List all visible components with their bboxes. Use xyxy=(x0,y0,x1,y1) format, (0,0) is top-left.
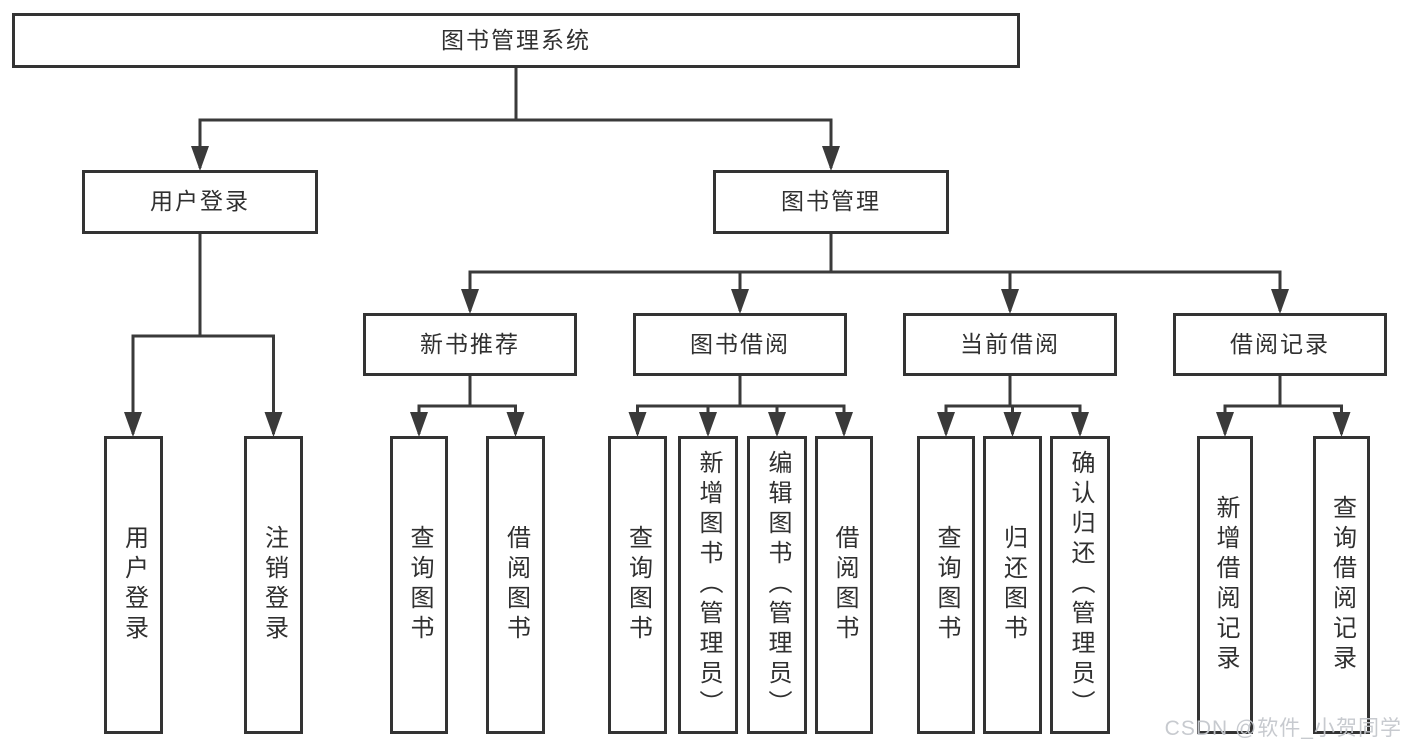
leaf-current-return-books: 归还图书 xyxy=(983,436,1042,734)
arrowhead-icon xyxy=(461,289,479,314)
node-book-borrowing: 图书借阅 xyxy=(633,313,847,376)
arrowhead-icon xyxy=(731,289,749,314)
leaf-current-query-books: 查询图书 xyxy=(917,436,975,734)
csdn-watermark: CSDN @软件_小贺同学 xyxy=(1164,717,1402,740)
connector-newbooks-to-leaves xyxy=(417,376,517,434)
arrowhead-icon xyxy=(937,412,955,437)
arrowhead-icon xyxy=(1003,412,1022,437)
connector-bookborrow-to-leaves xyxy=(636,376,846,434)
connector-userlogin-to-leaves xyxy=(131,234,275,434)
arrowhead-icon xyxy=(699,412,717,437)
connector-root-to-level2 xyxy=(198,68,833,168)
leaf-records-query-record: 查询借阅记录 xyxy=(1313,436,1370,734)
leaf-borrowing-edit-books-admin: 编辑图书（管理员） xyxy=(747,436,807,734)
leaf-records-add-record: 新增借阅记录 xyxy=(1197,436,1253,734)
arrowhead-icon xyxy=(628,412,647,437)
arrowhead-icon xyxy=(835,412,853,437)
leaf-logout: 注销登录 xyxy=(244,436,303,734)
leaf-current-confirm-return-admin: 确认归还（管理员） xyxy=(1050,436,1110,734)
arrowhead-icon xyxy=(410,412,428,437)
arrowhead-icon xyxy=(1001,289,1019,314)
arrowheads-group xyxy=(124,146,1351,437)
arrowhead-icon xyxy=(1216,412,1234,437)
node-book-management: 图书管理 xyxy=(713,170,949,234)
arrowhead-icon xyxy=(506,412,525,437)
arrowhead-icon xyxy=(124,412,142,437)
node-user-login: 用户登录 xyxy=(82,170,318,234)
connector-borrowrecords-to-leaves xyxy=(1223,376,1343,434)
leaf-newbooks-borrow-books: 借阅图书 xyxy=(486,436,545,734)
arrowhead-icon xyxy=(1332,412,1351,437)
node-new-book-recommend: 新书推荐 xyxy=(363,313,577,376)
node-current-borrowing: 当前借阅 xyxy=(903,313,1117,376)
leaf-user-login: 用户登录 xyxy=(104,436,163,734)
leaf-newbooks-query-books: 查询图书 xyxy=(390,436,448,734)
arrowhead-icon xyxy=(191,146,209,171)
connector-bookmgmt-to-level3 xyxy=(468,234,1282,311)
arrowhead-icon xyxy=(768,412,786,437)
arrowhead-icon xyxy=(1271,289,1289,314)
leaf-borrowing-query-books: 查询图书 xyxy=(608,436,667,734)
node-root-system: 图书管理系统 xyxy=(12,13,1020,68)
arrowhead-icon xyxy=(264,412,283,437)
leaf-borrowing-add-books-admin: 新增图书（管理员） xyxy=(678,436,738,734)
leaf-borrowing-borrow-books: 借阅图书 xyxy=(815,436,873,734)
arrowhead-icon xyxy=(822,146,840,171)
node-borrowing-records: 借阅记录 xyxy=(1173,313,1387,376)
arrowhead-icon xyxy=(1071,412,1089,437)
